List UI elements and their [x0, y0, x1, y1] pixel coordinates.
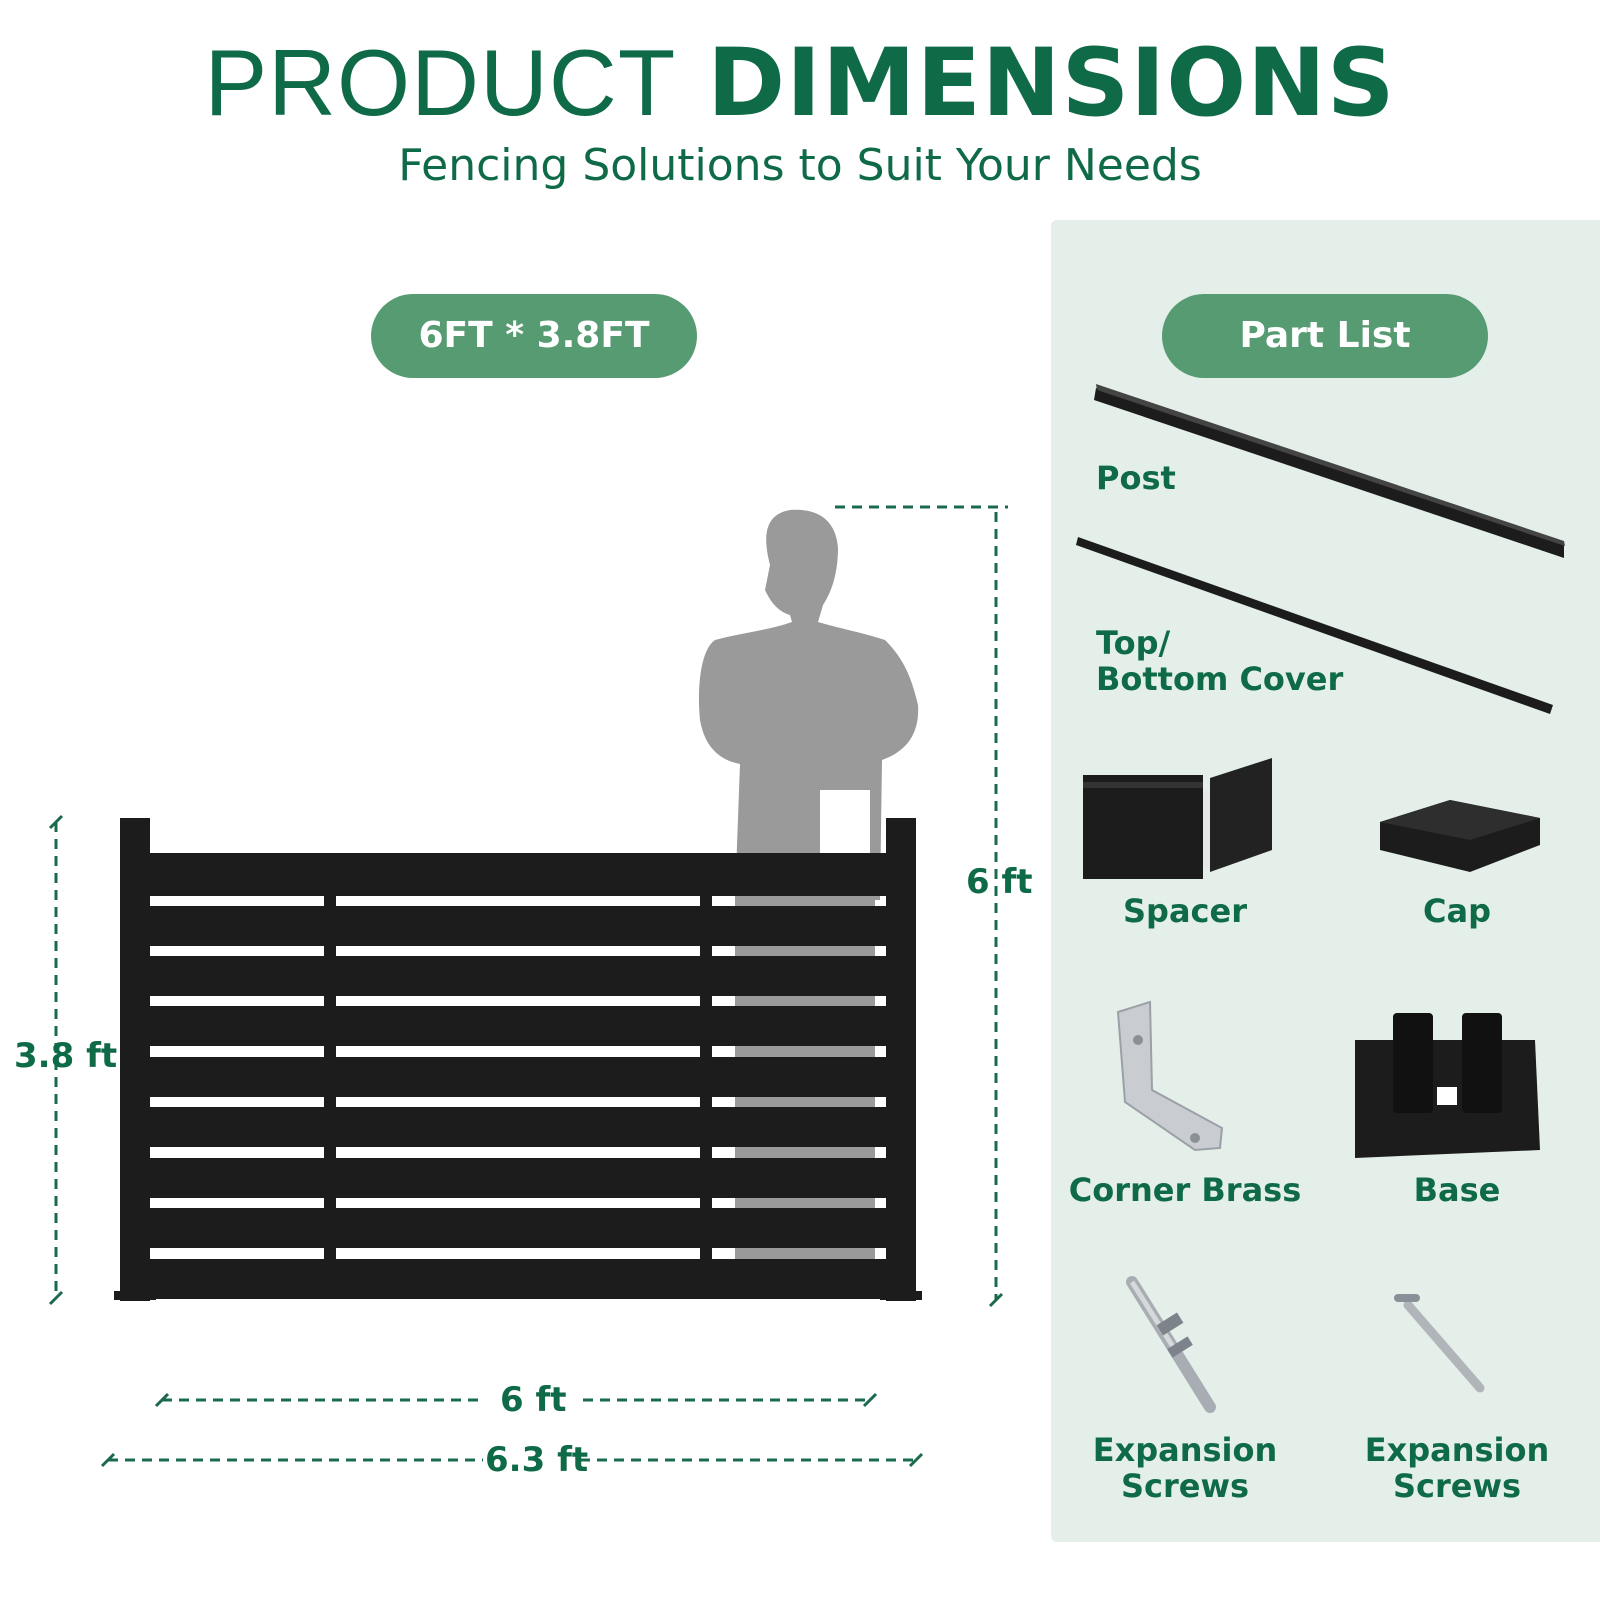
- cover-label-line1: Top/: [1096, 624, 1171, 662]
- size-badge: 6FT * 3.8FT: [371, 294, 697, 378]
- fence-slat: [150, 1057, 886, 1097]
- expansion-screws-b-label-line1: Expansion: [1364, 1431, 1550, 1469]
- cover-part-icon: [1076, 537, 1553, 714]
- corner-brass-part-icon: [1116, 1000, 1224, 1152]
- part-list-panel: [1051, 220, 1600, 1542]
- expansion-screw-part-icon: [1394, 1294, 1485, 1393]
- fence-base-right: [880, 1291, 922, 1300]
- total-width-label: 6.3 ft: [485, 1440, 589, 1480]
- fence-spacer: [700, 853, 712, 1299]
- fence-height-label: 3.8 ft: [14, 1036, 118, 1076]
- base-label: Base: [1413, 1171, 1501, 1209]
- fence-slat: [150, 956, 886, 996]
- cap-label: Cap: [1423, 892, 1491, 930]
- post-part-icon: [1094, 384, 1565, 558]
- expansion-screws-a-label-line2: Screws: [1120, 1467, 1250, 1505]
- page-subtitle: Fencing Solutions to Suit Your Needs: [398, 140, 1202, 191]
- fence-slat: [150, 1259, 886, 1299]
- fence-panel: [114, 818, 922, 1301]
- expansion-screws-b-label-line2: Screws: [1392, 1467, 1522, 1505]
- fence-slat: [150, 1208, 886, 1248]
- fence-post-left: [120, 818, 150, 1301]
- page-title-light: PRODUCT: [204, 30, 677, 135]
- spacer-label: Spacer: [1123, 892, 1247, 930]
- base-part-icon: [1355, 1013, 1540, 1158]
- page-title: PRODUCT DIMENSIONS: [0, 28, 1600, 139]
- cap-part-icon: [1380, 800, 1540, 872]
- fence-slat: [150, 853, 886, 896]
- panel-width-label: 6 ft: [500, 1380, 567, 1420]
- fence-slat: [150, 1158, 886, 1198]
- person-height-label: 6 ft: [966, 862, 1033, 902]
- fence-base-left: [114, 1291, 156, 1300]
- fence-slat: [150, 906, 886, 946]
- fence-slat: [150, 1107, 886, 1147]
- fence-spacer: [324, 853, 336, 1299]
- fence-post-right: [886, 818, 916, 1301]
- page-title-bold: DIMENSIONS: [707, 29, 1396, 138]
- expansion-screws-a-label-line1: Expansion: [1092, 1431, 1278, 1469]
- cover-label-line2: Bottom Cover: [1096, 660, 1344, 698]
- fence-slat: [150, 1006, 886, 1046]
- corner-brass-label: Corner Brass: [1068, 1171, 1302, 1209]
- spacer-part-icon: [1083, 758, 1272, 879]
- expansion-bolt-part-icon: [1126, 1276, 1216, 1413]
- post-label: Post: [1096, 459, 1176, 497]
- part-list-badge: Part List: [1162, 294, 1488, 378]
